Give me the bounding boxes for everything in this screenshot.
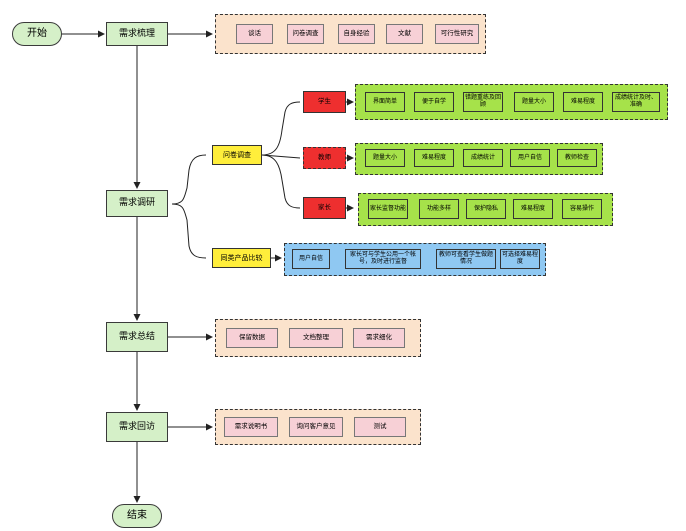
brace-to-parent <box>261 154 301 209</box>
sort-item: 谈话 <box>236 24 273 44</box>
brace-to-competitor <box>171 203 207 259</box>
student-item: 错题重练及回顾 <box>463 92 503 112</box>
sort-item: 问卷调查 <box>287 24 324 44</box>
summary-item: 保留数据 <box>226 328 278 348</box>
competitor-item: 用户自信 <box>292 249 330 269</box>
sort-item: 文献 <box>386 24 423 44</box>
end-node: 结束 <box>112 504 162 528</box>
teacher-item: 教师检查 <box>557 149 597 167</box>
teacher-item: 用户自信 <box>510 149 550 167</box>
revisit-item: 询问客户意见 <box>289 417 343 437</box>
start-node: 开始 <box>12 22 62 46</box>
summary-item: 需求细化 <box>353 328 405 348</box>
step-requirements-summary: 需求总结 <box>106 322 168 352</box>
revisit-item: 测试 <box>354 417 406 437</box>
step-requirements-revisit: 需求回访 <box>106 412 168 442</box>
student-item: 题量大小 <box>514 92 554 112</box>
student-item: 难易程度 <box>563 92 603 112</box>
parent-item: 保护隐私 <box>466 199 506 219</box>
competitor-item: 可选择难易程度 <box>500 249 540 269</box>
parent-item: 功能多样 <box>419 199 459 219</box>
brace-to-survey <box>171 154 207 205</box>
teacher-item: 题量大小 <box>365 149 405 167</box>
sort-item: 可行性研究 <box>435 24 479 44</box>
revisit-item: 需求说明书 <box>224 417 278 437</box>
teacher-category: 教师 <box>303 147 346 169</box>
step-requirements-research: 需求调研 <box>106 190 168 217</box>
parent-item: 容易操作 <box>562 199 602 219</box>
student-item: 便于自学 <box>414 92 454 112</box>
parent-item: 难易程度 <box>513 199 553 219</box>
parent-item: 家长监督功能 <box>368 199 408 219</box>
survey-category: 问卷调查 <box>212 145 262 165</box>
parent-category: 家长 <box>303 197 346 219</box>
student-item: 成绩统计及时、准确 <box>612 92 660 112</box>
summary-item: 文档整理 <box>289 328 343 348</box>
competitor-category: 同类产品比较 <box>212 248 271 268</box>
competitor-item: 家长可与学生公用一个帐号，及时进行监督 <box>345 249 421 269</box>
sort-item: 自身经验 <box>338 24 375 44</box>
student-item: 界面简单 <box>365 92 405 112</box>
teacher-item: 成绩统计 <box>463 149 503 167</box>
competitor-item: 教师可查看学生做题情况 <box>436 249 496 269</box>
student-category: 学生 <box>303 91 346 113</box>
teacher-item: 难易程度 <box>414 149 454 167</box>
step-requirements-sort: 需求梳理 <box>106 22 168 46</box>
brace-to-student <box>261 101 301 156</box>
